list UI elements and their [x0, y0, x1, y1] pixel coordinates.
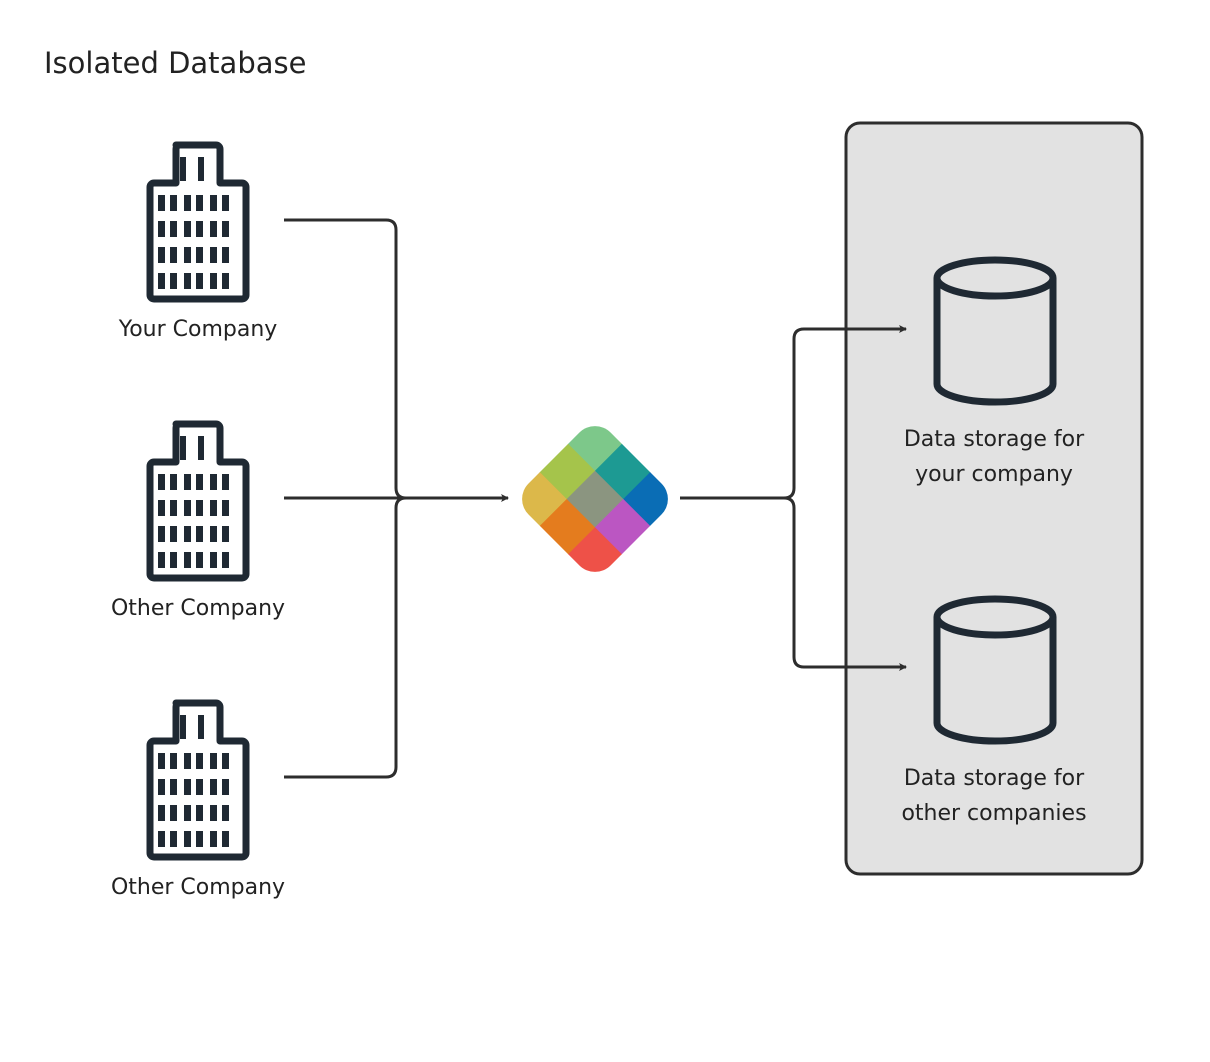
storage-group-box [844, 121, 1144, 876]
company-label-2: Other Company [110, 875, 286, 900]
company-building-icon-1 [146, 420, 250, 582]
database-cylinder-icon-0 [933, 256, 1057, 406]
storage-label-1-line1: Data storage for [903, 766, 1085, 791]
storage-label-0-line1: Data storage for [903, 427, 1085, 452]
company-building-icon-0 [146, 141, 250, 303]
connector-your-company [284, 218, 407, 500]
company-building-icon-2 [146, 699, 250, 861]
company-label-1: Other Company [110, 596, 286, 621]
diagram-title: Isolated Database [44, 46, 307, 80]
colorful-diamond-logo-icon [512, 416, 678, 582]
connector-to-other-storage [783, 496, 907, 671]
database-cylinder-icon-1 [933, 595, 1057, 745]
company-label-0: Your Company [118, 317, 278, 342]
storage-label-0: Data storage for your company [864, 422, 1124, 492]
connector-other-company-2 [284, 496, 407, 779]
storage-label-0-line2: your company [915, 462, 1073, 487]
storage-label-1-line2: other companies [901, 801, 1087, 826]
storage-label-1: Data storage for other companies [864, 761, 1124, 831]
